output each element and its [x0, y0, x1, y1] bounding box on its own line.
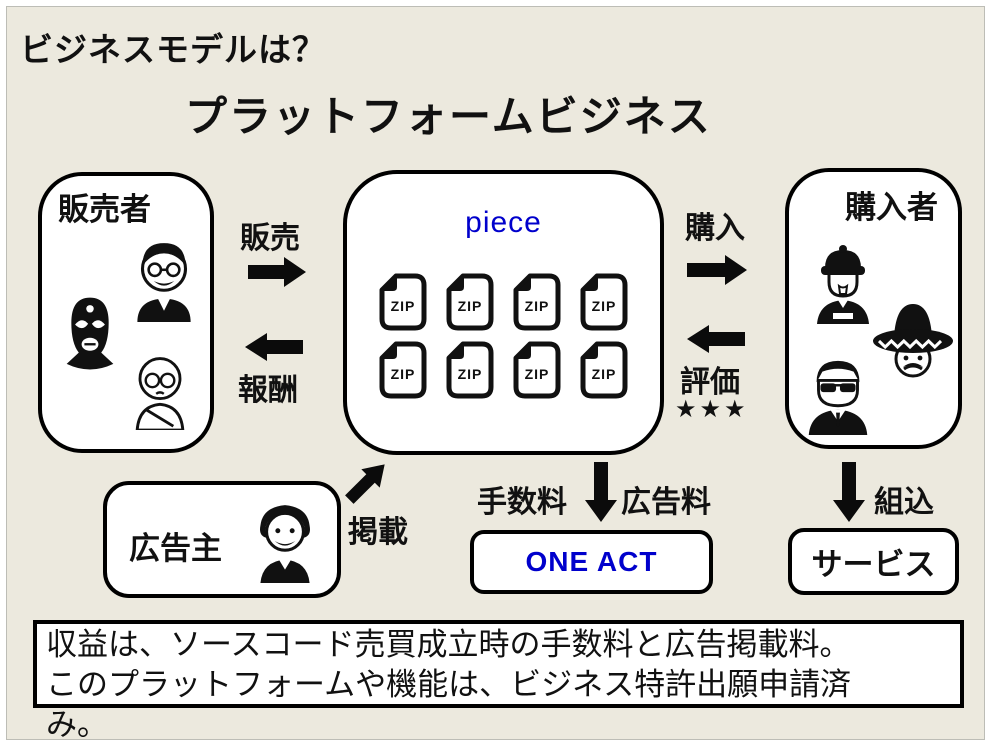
svg-text:ZIP: ZIP [525, 298, 550, 314]
professor-icon [137, 243, 191, 322]
footer-line: み。 [46, 707, 108, 742]
reward-arrow-icon [245, 333, 303, 361]
svg-text:ZIP: ZIP [458, 366, 483, 382]
publish-label: 掲載 [348, 516, 408, 549]
zip-file-icon: ZIP [379, 273, 427, 331]
commission-label: 手数料 [477, 486, 567, 519]
platform-label: piece [465, 206, 542, 239]
seller-box: 販売者 [38, 172, 214, 453]
service-label: サービス [811, 547, 936, 582]
zip-file-icon: ZIP [580, 273, 628, 331]
footer-line: このプラットフォームや機能は、ビジネス特許出願申請済 [46, 667, 852, 702]
slide-subtitle: プラットフォームビジネス [185, 93, 712, 140]
luchador-icon [66, 297, 114, 370]
svg-text:ZIP: ZIP [391, 366, 416, 382]
footer-note-text: 収益は、ソースコード売買成立時の手数料と広告掲載料。 このプラットフォームや機能… [46, 625, 956, 745]
svg-text:ZIP: ZIP [391, 298, 416, 314]
purchase-label: 購入 [685, 212, 745, 245]
zip-file-icon: ZIP [446, 273, 494, 331]
sombrero-icon [873, 304, 953, 378]
service-box: サービス [788, 528, 959, 595]
zip-file-grid: ZIP ZIP ZIP ZIP ZIP [377, 272, 630, 400]
advertiser-label: 広告主 [129, 531, 222, 566]
svg-text:ZIP: ZIP [458, 298, 483, 314]
rating-stars: ★★★ [675, 396, 749, 423]
footer-note-box: 収益は、ソースコード売買成立時の手数料と広告掲載料。 このプラットフォームや機能… [33, 620, 964, 742]
buyer-label: 購入者 [845, 190, 938, 225]
publish-arrow-icon [345, 464, 385, 504]
svg-text:ZIP: ZIP [525, 366, 550, 382]
zip-file-icon: ZIP [513, 273, 561, 331]
evaluate-label: 評価 [680, 366, 740, 399]
platform-box: piece ZIP ZIP ZIP ZIP [343, 170, 664, 455]
zip-file-icon: ZIP [513, 341, 561, 399]
zip-file-icon: ZIP [446, 341, 494, 399]
gentleman-icon [260, 505, 310, 583]
footer-line: 収益は、ソースコード売買成立時の手数料と広告掲載料。 [46, 627, 851, 662]
advertiser-box: 広告主 [103, 481, 341, 598]
reward-label: 報酬 [238, 374, 298, 407]
embed-label: 組込 [874, 486, 934, 519]
svg-text:ZIP: ZIP [592, 366, 617, 382]
sell-arrow-icon [248, 257, 306, 287]
elder-icon [135, 357, 185, 430]
buyer-box: 購入者 [785, 168, 962, 449]
one-act-label: ONE ACT [525, 546, 658, 577]
slide: ビジネスモデルは？ プラットフォームビジネス 販売者 [6, 6, 985, 742]
evaluate-arrow-icon [687, 325, 745, 353]
svg-text:ZIP: ZIP [592, 298, 617, 314]
sell-label: 販売 [240, 222, 300, 255]
purchase-arrow-icon [687, 255, 747, 285]
zip-file-icon: ZIP [580, 341, 628, 399]
ad-fee-label: 広告料 [621, 486, 711, 519]
page-title: ビジネスモデルは？ [20, 31, 326, 68]
zip-file-icon: ZIP [379, 341, 427, 399]
embed-down-arrow-icon [833, 462, 865, 522]
one-act-box: ONE ACT [470, 530, 713, 594]
agent-icon [808, 360, 868, 435]
seller-label: 販売者 [58, 192, 151, 227]
official-icon [817, 245, 869, 324]
fee-down-arrow-icon [585, 462, 617, 522]
